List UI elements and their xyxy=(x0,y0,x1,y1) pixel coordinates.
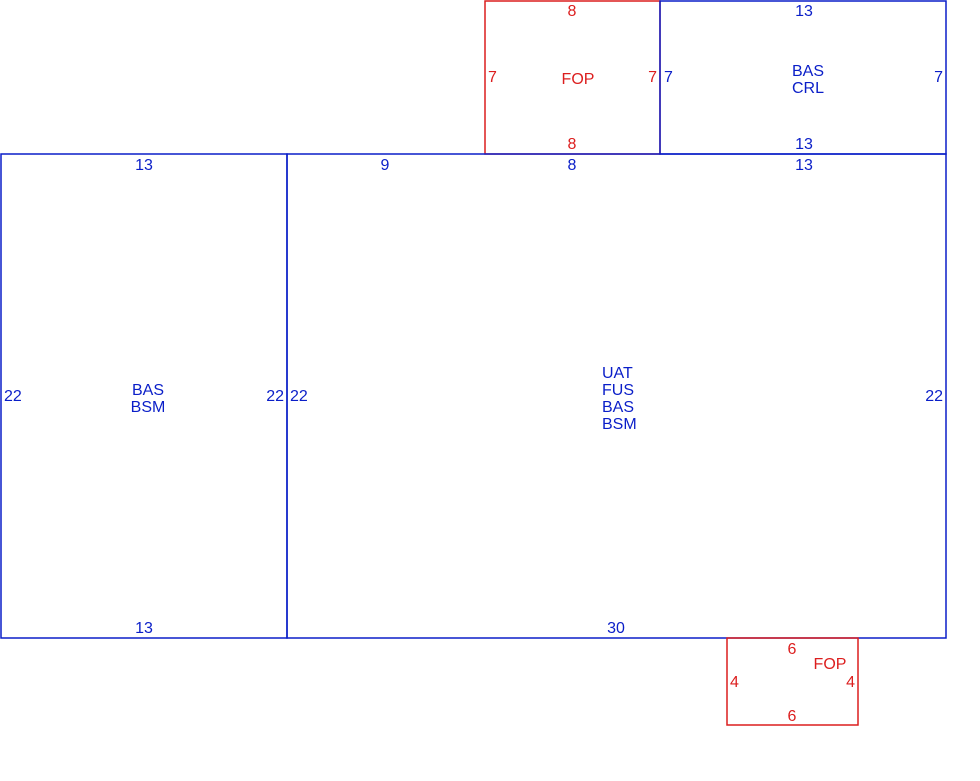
dim-fop-top-top: 8 xyxy=(568,3,577,20)
dim-bas-crl-right: 7 xyxy=(934,69,943,86)
section-main-label-2: FUS xyxy=(602,382,634,399)
dim-bas-crl-top: 13 xyxy=(795,3,813,20)
dim-fop-top-right: 7 xyxy=(648,69,657,86)
dim-fop-bottom-top: 6 xyxy=(788,641,797,658)
section-bas-bsm-label-1: BAS xyxy=(132,382,164,399)
section-main-outline xyxy=(286,153,947,639)
dim-fop-bottom-right: 4 xyxy=(846,674,855,691)
section-fop-top-label: FOP xyxy=(562,71,595,88)
section-fop-bottom[interactable]: 6 4 4 6 FOP xyxy=(726,637,859,726)
dim-fop-top-left: 7 xyxy=(488,69,497,86)
dim-bas-bsm-bottom: 13 xyxy=(135,620,153,637)
dim-fop-bottom-left: 4 xyxy=(730,674,739,691)
dim-main-bottom: 30 xyxy=(607,620,625,637)
dim-main-top-b: 8 xyxy=(568,157,577,174)
section-fop-top[interactable]: 8 7 7 8 FOP xyxy=(484,0,661,155)
dim-main-right: 22 xyxy=(925,388,943,405)
dim-main-left: 22 xyxy=(290,388,308,405)
section-bas-bsm-label-2: BSM xyxy=(131,399,166,416)
dim-fop-bottom-bottom: 6 xyxy=(788,708,797,725)
section-main-label-4: BSM xyxy=(602,416,637,433)
section-bas-crl[interactable]: 13 7 7 13 BAS CRL xyxy=(659,0,947,155)
dim-bas-bsm-top: 13 xyxy=(135,157,153,174)
dim-main-top-a: 9 xyxy=(381,157,390,174)
section-bas-crl-label-2: CRL xyxy=(792,80,824,97)
section-fop-bottom-outline xyxy=(726,637,859,726)
dim-bas-bsm-right: 22 xyxy=(266,388,284,405)
section-main-label-1: UAT xyxy=(602,365,633,382)
section-main-label-3: BAS xyxy=(602,399,634,416)
section-fop-bottom-label: FOP xyxy=(814,656,847,673)
section-main[interactable]: 9 8 13 22 22 30 UAT FUS BAS BSM xyxy=(286,153,947,639)
section-bas-crl-label-1: BAS xyxy=(792,63,824,80)
dim-bas-bsm-left: 22 xyxy=(4,388,22,405)
section-bas-bsm[interactable]: 13 22 22 13 BAS BSM xyxy=(0,153,288,639)
dim-bas-crl-bottom: 13 xyxy=(795,136,813,153)
dim-bas-crl-left: 7 xyxy=(664,69,673,86)
dim-fop-top-bottom: 8 xyxy=(568,136,577,153)
dim-main-top-c: 13 xyxy=(795,157,813,174)
